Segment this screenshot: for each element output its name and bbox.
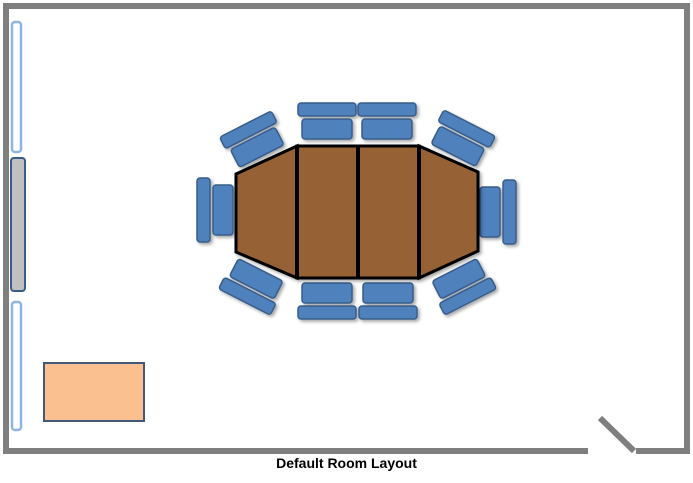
window-top	[10, 20, 23, 154]
table-end-left	[234, 143, 299, 281]
chair-upper-left-angled	[219, 111, 284, 168]
chairs	[196, 102, 517, 320]
door-panel	[10, 157, 26, 292]
wall-outline	[3, 3, 690, 454]
side-table	[43, 362, 145, 422]
table-segment-right	[356, 144, 421, 280]
chair-lower-left-angled	[218, 258, 283, 315]
room-walls	[3, 3, 690, 454]
window-bottom	[10, 300, 23, 432]
chair-bottom-left	[297, 282, 357, 320]
table-end-right	[417, 143, 480, 281]
door-swing-wall	[597, 415, 637, 454]
chair-lower-right-angled	[432, 258, 497, 315]
conference-table	[234, 143, 480, 281]
chair-left-end	[196, 177, 234, 243]
chair-top-right	[357, 102, 417, 140]
chair-upper-right-angled	[431, 110, 496, 167]
chair-right-end	[479, 179, 517, 245]
table-segment-left	[295, 144, 360, 280]
left-wall-openings	[10, 20, 26, 432]
diagram-caption: Default Room Layout	[276, 455, 417, 471]
chair-top-left	[297, 102, 357, 140]
chair-bottom-right	[358, 282, 418, 320]
